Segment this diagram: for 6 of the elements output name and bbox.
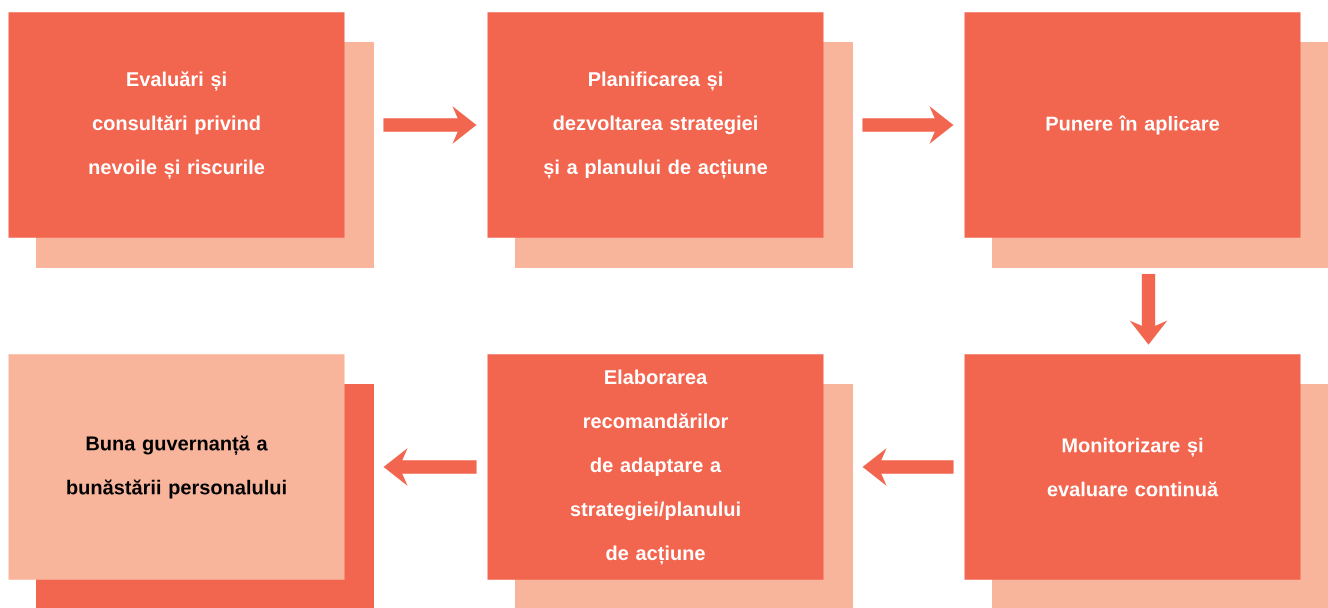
process-box: Planificarea și dezvoltarea strategiei și a planului de acțiune [487, 12, 824, 238]
process-box: Elaborarea recomandărilor de adaptare a strategiei/planului de acțiune [487, 354, 824, 580]
process-box: Evaluări și consultări privind nevoile și riscurile [8, 12, 345, 238]
process-box: Buna guvernanță a bunăstării personalului [8, 354, 345, 580]
process-box: Punere în aplicare [964, 12, 1301, 238]
process-box: Monitorizare și evaluare continuă [964, 354, 1301, 580]
